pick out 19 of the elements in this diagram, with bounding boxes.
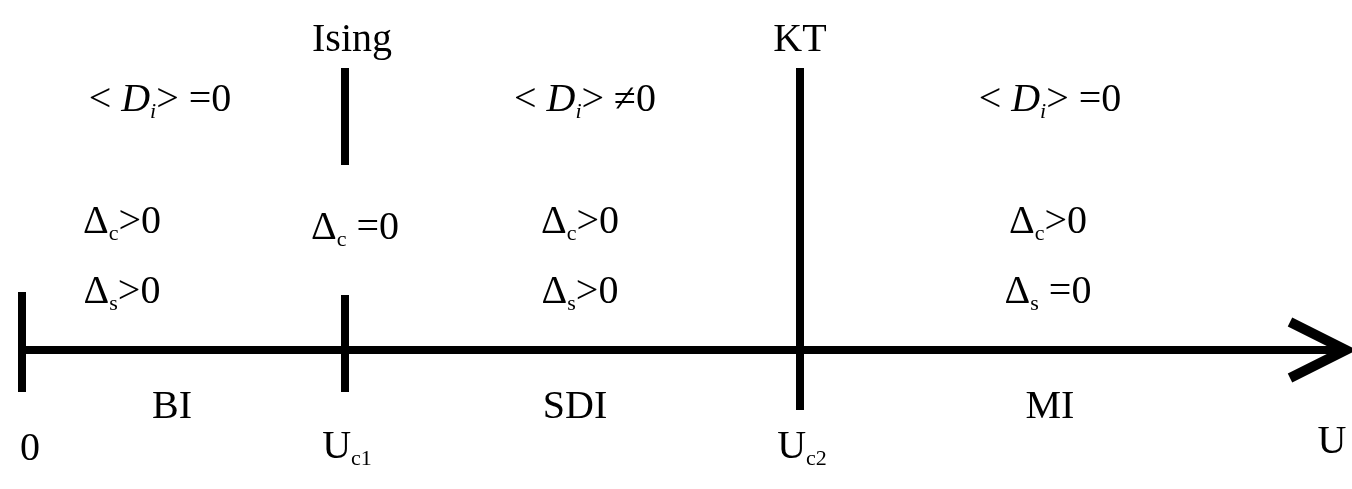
- tick-label: U$_{c2}$: [777, 424, 827, 470]
- charge-gap-label: Δ$_{c}$>0: [1008, 199, 1088, 245]
- charge-gap-label: Δ$_{c}$ =0: [310, 205, 400, 251]
- tick-label: 0: [20, 427, 40, 467]
- order-parameter-label: < D$_{i}$> ≠0: [513, 77, 657, 123]
- spin-gap-label: Δ$_{s}$>0: [541, 269, 619, 315]
- transition-label: KT: [773, 18, 827, 58]
- tick-label: U$_{c1}$: [322, 424, 372, 470]
- transition-label: Ising: [312, 18, 392, 58]
- order-parameter-label: < D$_{i}$> =0: [978, 77, 1122, 123]
- phase-label: MI: [1025, 385, 1075, 425]
- axis-label: U: [1317, 420, 1347, 460]
- spin-gap-label: Δ$_{s}$ =0: [1004, 269, 1092, 315]
- order-parameter-label: < D$_{i}$> =0: [88, 77, 232, 123]
- charge-gap-label: Δ$_{c}$>0: [82, 199, 162, 245]
- spin-gap-label: Δ$_{s}$>0: [83, 269, 161, 315]
- phase-label: BI: [152, 385, 192, 425]
- charge-gap-label: Δ$_{c}$>0: [540, 199, 620, 245]
- phase-label: SDI: [542, 385, 608, 425]
